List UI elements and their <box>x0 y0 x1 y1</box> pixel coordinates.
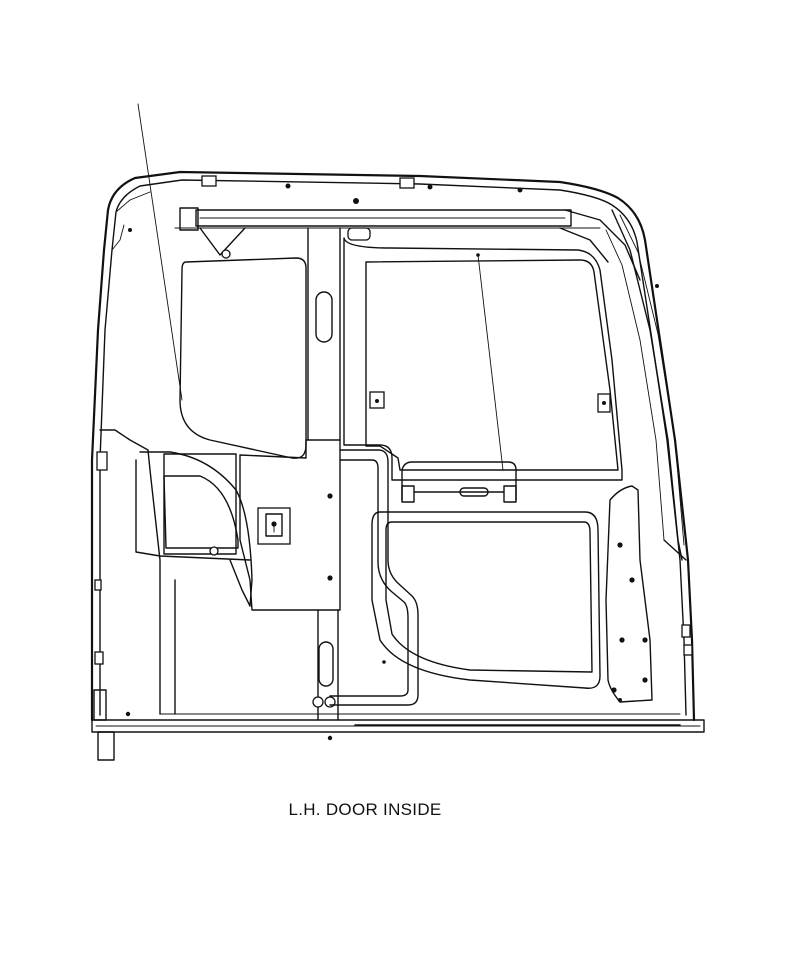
door-outer-frame <box>90 170 696 722</box>
vertical-grab-rail <box>329 449 419 706</box>
left-frame-fittings <box>94 228 622 741</box>
leader-line-left <box>137 103 183 401</box>
figure-caption: L.H. DOOR INSIDE <box>288 800 442 819</box>
door-bottom-sill <box>91 689 705 761</box>
inner-panel-outline <box>99 227 601 715</box>
upper-right-window <box>343 237 623 481</box>
leader-lines <box>137 103 504 471</box>
right-pillar-strips <box>605 209 693 703</box>
left-console-panel <box>135 439 341 611</box>
lower-window <box>371 511 601 689</box>
center-post <box>307 227 341 721</box>
interior-grab-handle <box>401 461 517 503</box>
upper-left-window <box>179 257 307 459</box>
leader-line-center <box>477 254 504 471</box>
